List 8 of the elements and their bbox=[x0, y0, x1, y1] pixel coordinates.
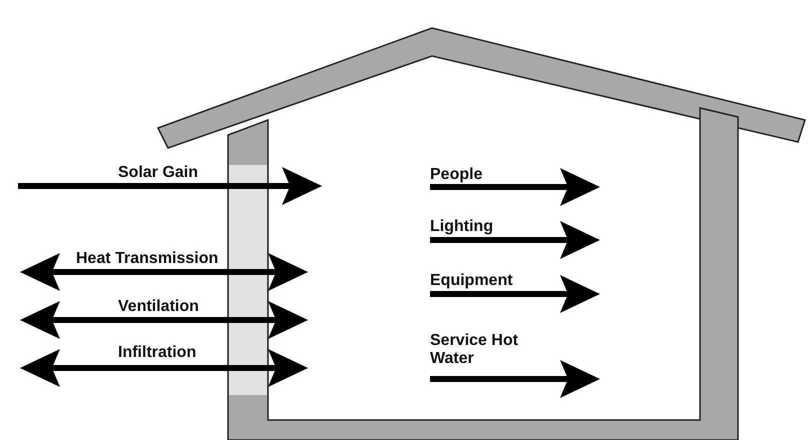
heat-flow-label: Equipment bbox=[430, 272, 513, 290]
heat-flow-label: Ventilation bbox=[118, 298, 199, 316]
heat-flow-label: Infiltration bbox=[118, 344, 196, 362]
heat-flow-label: Heat Transmission bbox=[76, 250, 218, 268]
heat-flow-label: Lighting bbox=[430, 218, 494, 236]
heat-flow-label: Service Hot Water bbox=[430, 332, 520, 368]
heat-flow-label: People bbox=[430, 166, 482, 184]
heat-flow-label: Solar Gain bbox=[118, 164, 198, 182]
